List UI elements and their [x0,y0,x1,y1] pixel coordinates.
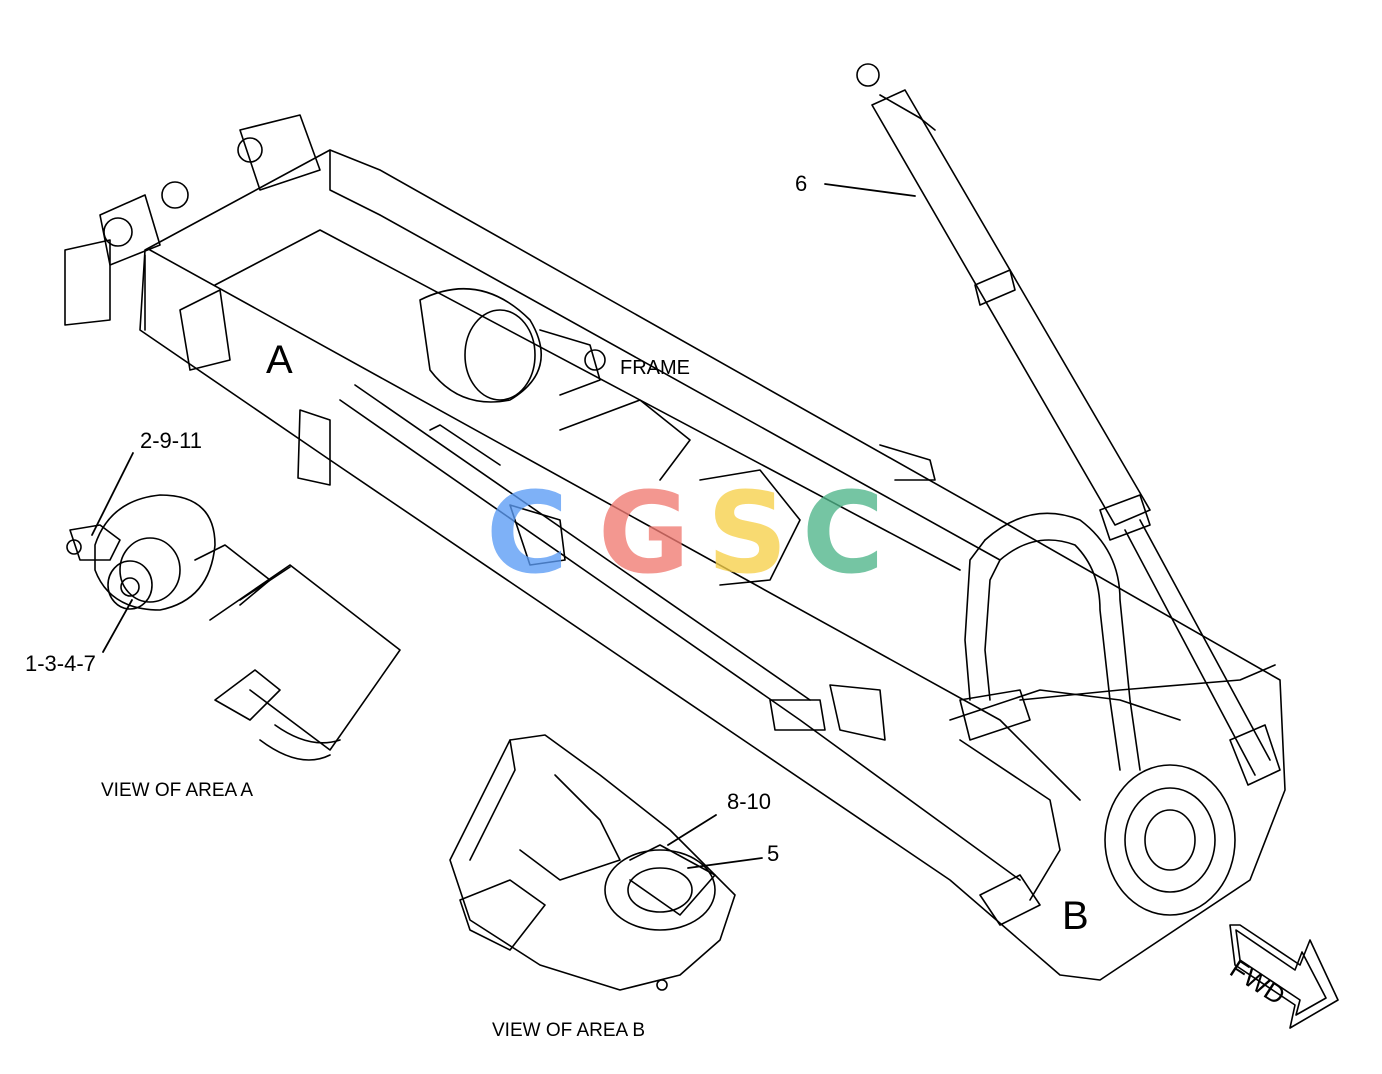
leader-6 [824,183,916,197]
callout-6: 6 [795,171,808,196]
watermark-c1: C [486,469,569,599]
leader-2-9-11 [91,452,134,536]
callout-5: 5 [767,841,780,866]
view-area-b-caption: VIEW OF AREA B [492,1020,646,1041]
callout-2-9-11: 2-9-11 [140,428,202,453]
rear-hub-drawing [979,724,1281,926]
cylinder-drawing [856,63,1271,776]
view-area-a-caption: VIEW OF AREA A [101,780,254,801]
view-b-drawing [449,734,736,991]
area-a-label: A [266,338,293,382]
callout-8-10: 8-10 [727,789,772,814]
frame-drawing [64,114,1286,981]
watermark-s: S [707,469,788,599]
leader-8-10 [667,814,717,846]
watermark-g: G [598,469,690,599]
frame-label: FRAME [620,357,690,379]
view-a-drawing [66,494,401,761]
hose-loop-drawing [959,512,1141,771]
watermark-c2: C [802,469,885,599]
leader-1-3-4-7 [102,599,133,653]
fwd-arrow [1229,924,1339,1029]
area-b-label: B [1062,894,1089,938]
callout-1-3-4-7: 1-3-4-7 [25,651,96,676]
